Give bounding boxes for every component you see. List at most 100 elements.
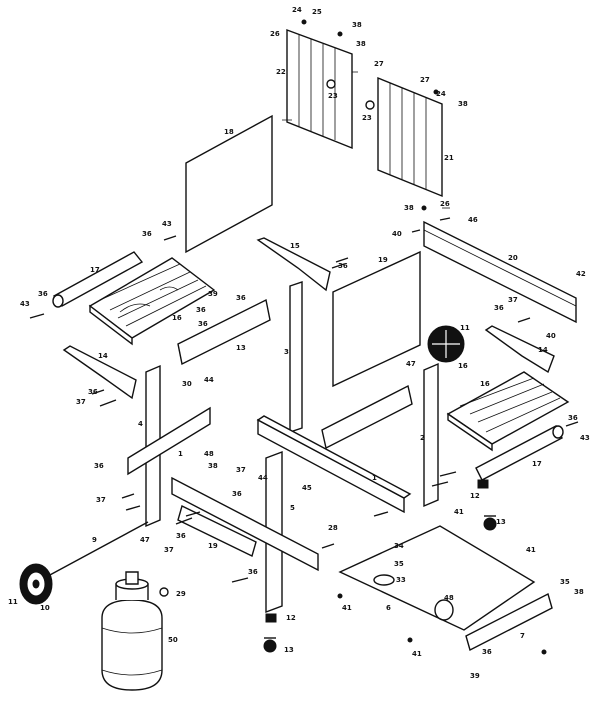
callout: 38 — [404, 204, 414, 212]
callout: 46 — [468, 216, 478, 224]
callout: 10 — [40, 604, 50, 612]
callout: 43 — [162, 220, 172, 228]
right-handle-17 — [475, 425, 564, 481]
callout: 48 — [444, 594, 454, 602]
callout: 38 — [574, 588, 584, 596]
callout: 41 — [342, 604, 352, 612]
callout: 16 — [172, 314, 182, 322]
side-panel-22 — [282, 28, 358, 150]
callout: 38 — [352, 21, 362, 29]
axle-9 — [47, 521, 149, 577]
shelf-bracket-15 — [256, 237, 331, 292]
callout: 36 — [94, 462, 104, 470]
callout: 39 — [208, 290, 218, 298]
back-panel-18 — [185, 114, 273, 254]
callout: 36 — [338, 262, 348, 270]
door-21 — [365, 76, 450, 209]
right-bracket-14 — [484, 325, 555, 374]
callout: 28 — [328, 524, 338, 532]
callout: 7 — [520, 632, 525, 640]
center-panel-19 — [332, 250, 421, 388]
callout: 39 — [470, 672, 480, 680]
callout: 18 — [224, 128, 234, 136]
callout: 23 — [328, 92, 338, 100]
callout: 14 — [98, 352, 108, 360]
callout: 36 — [232, 490, 242, 498]
caster-13-bottom — [263, 637, 277, 653]
callout: 36 — [196, 306, 206, 314]
callout: 38 — [458, 100, 468, 108]
bottom-rail-7 — [465, 592, 553, 652]
propane-tank-50 — [101, 571, 169, 691]
callout: 42 — [576, 270, 586, 278]
caster-13-right — [483, 515, 497, 531]
callout: 26 — [270, 30, 280, 38]
left-handle-17 — [52, 251, 144, 308]
callout: 34 — [394, 542, 404, 550]
callout: 40 — [392, 230, 402, 238]
callout: 1 — [178, 450, 183, 458]
front-leg-5 — [171, 450, 319, 614]
right-shelf-16 — [446, 371, 570, 452]
callout: 30 — [182, 380, 192, 388]
callout: 14 — [538, 346, 548, 354]
callout: 20 — [508, 254, 518, 262]
mid-rail-19 — [321, 384, 413, 450]
callout: 37 — [508, 296, 518, 304]
callout: 3 — [284, 348, 289, 356]
left-bracket-14 — [62, 345, 137, 400]
callout: 43 — [20, 300, 30, 308]
callout: 2 — [420, 434, 425, 442]
callout: 36 — [38, 290, 48, 298]
lower-rail-19 — [177, 505, 257, 557]
callout: 29 — [176, 590, 186, 598]
knob-11 — [427, 325, 465, 363]
callout: 6 — [386, 604, 391, 612]
callout: 41 — [454, 508, 464, 516]
callout: 44 — [258, 474, 268, 482]
callout: 17 — [90, 266, 100, 274]
right-leg-2 — [423, 362, 439, 508]
callout: 17 — [532, 460, 542, 468]
callout: 36 — [482, 648, 492, 656]
callout: 21 — [444, 154, 454, 162]
callout-labels: 22 24 25 26 38 38 23 27 27 24 38 23 21 3… — [8, 6, 590, 680]
fastener-group — [29, 19, 579, 655]
callout: 35 — [394, 560, 404, 568]
callout: 48 — [204, 450, 214, 458]
callout: 9 — [92, 536, 97, 544]
callout: 11 — [460, 324, 470, 332]
callout: 41 — [526, 546, 536, 554]
rail-13 — [177, 298, 271, 366]
callout: 37 — [236, 466, 246, 474]
callout: 24 — [292, 6, 302, 14]
callout: 24 — [436, 90, 446, 98]
wheel-10 — [19, 563, 53, 605]
callout: 22 — [276, 68, 286, 76]
callout: 36 — [198, 320, 208, 328]
callout: 35 — [560, 578, 570, 586]
top-rail-20 — [423, 220, 577, 324]
callout: 19 — [378, 256, 388, 264]
callout: 12 — [286, 614, 296, 622]
callout: 1 — [372, 474, 377, 482]
callout: 27 — [420, 76, 430, 84]
bottom-shelf-6 — [338, 525, 536, 631]
callout: 33 — [396, 576, 406, 584]
callout: 36 — [236, 294, 246, 302]
callout: 11 — [8, 598, 18, 606]
callout: 25 — [312, 8, 322, 16]
callout: 15 — [290, 242, 300, 250]
callout: 38 — [208, 462, 218, 470]
callout: 40 — [546, 332, 556, 340]
left-shelf-16 — [88, 257, 216, 346]
callout: 5 — [290, 504, 295, 512]
callout: 23 — [362, 114, 372, 122]
callout: 50 — [168, 636, 178, 644]
callout: 36 — [494, 304, 504, 312]
callout: 26 — [440, 200, 450, 208]
callout: 36 — [176, 532, 186, 540]
callout: 41 — [412, 650, 422, 658]
callout: 12 — [470, 492, 480, 500]
